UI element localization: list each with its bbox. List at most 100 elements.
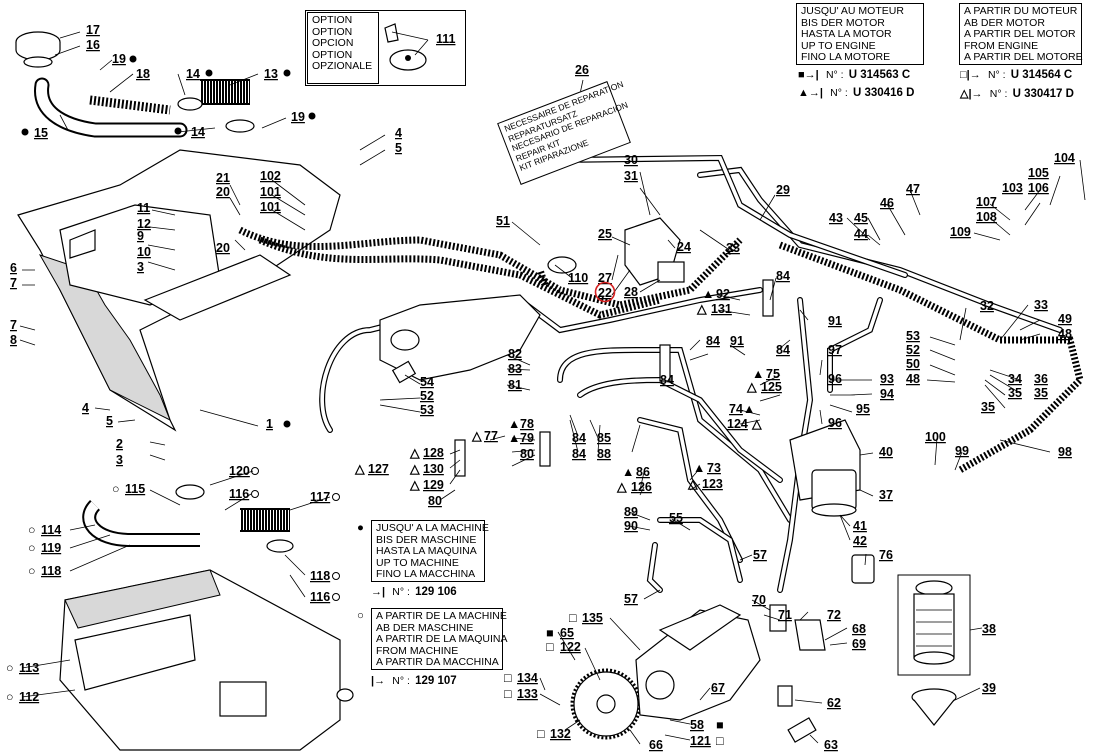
callout-24: 24 — [677, 240, 691, 254]
callout-81: 81 — [508, 378, 522, 392]
callout-129-mark: △ — [409, 478, 421, 492]
callout-127-mark: △ — [354, 462, 366, 476]
callout-55: 55 — [669, 511, 683, 525]
injector-pipes — [557, 297, 883, 593]
callout-14b: 14 — [191, 125, 205, 139]
callout-92-mark: ▲ — [702, 287, 714, 301]
callout-84e: 84 — [572, 431, 586, 445]
callout-47: 47 — [906, 182, 920, 196]
callout-70: 70 — [752, 593, 766, 607]
callout-74-mark: ▲ — [743, 402, 755, 416]
highlight-ring — [594, 281, 616, 303]
callout-3b: 3 — [116, 453, 123, 467]
callout-73: 73 — [707, 461, 721, 475]
callout-95: 95 — [856, 402, 870, 416]
callout-9: 9 — [137, 229, 144, 243]
callout-51: 51 — [496, 214, 510, 228]
callout-75: 75 — [766, 367, 780, 381]
callout-121: 121 — [690, 734, 711, 748]
from-machine-line-2: AB DER MASCHINE — [376, 621, 474, 634]
callout-labels: 17 16 19 18 14 13 15 14 19 111 26 4 5 21… — [6, 23, 1075, 752]
until-engine-line-5: FINO LA MOTORE — [801, 51, 891, 64]
filter-element-box — [897, 574, 971, 726]
callout-133-mark: □ — [504, 687, 512, 701]
callout-102: 102 — [260, 169, 281, 183]
serial-triangle-filled: ▲→| N° : U 330416 D — [798, 87, 914, 99]
callout-30: 30 — [624, 153, 638, 167]
callout-20b: 20 — [216, 241, 230, 255]
callout-53: 53 — [906, 329, 920, 343]
callout-52: 52 — [906, 343, 920, 357]
optional-filler-hose — [82, 484, 294, 553]
callout-116b: 116 — [310, 590, 330, 604]
callout-44: 44 — [854, 227, 868, 241]
callout-71: 71 — [778, 608, 792, 622]
until-engine-box: JUSQU' AU MOTEUR BIS DER MOTOR HASTA LA … — [796, 3, 924, 65]
callout-97: 97 — [828, 343, 842, 357]
machine-until-legend-dot: ● — [357, 522, 364, 534]
callout-125: 125 — [761, 380, 782, 394]
callout-131-mark: △ — [696, 302, 708, 316]
from-machine-line-5: A PARTIR DA MACCHINA — [376, 656, 499, 669]
pump-small-parts — [769, 604, 826, 743]
callout-54: 54 — [420, 375, 434, 389]
until-machine-line-5: FINO LA MACCHINA — [376, 568, 476, 581]
from-engine-line-5: A PARTIR DEL MOTORE — [964, 51, 1083, 64]
from-machine-line-4: FROM MACHINE — [376, 644, 459, 657]
callout-46: 46 — [880, 196, 894, 210]
callout-128-mark: △ — [409, 446, 421, 460]
callout-4b: 4 — [82, 401, 89, 415]
callout-101: 101 — [260, 185, 281, 199]
callout-125-mark: △ — [746, 380, 758, 394]
callout-84a: 84 — [776, 269, 790, 283]
callout-78-mark: ▲ — [508, 417, 520, 431]
bar-arrow-icon: |→ — [371, 675, 386, 687]
callout-35c: 35 — [981, 400, 995, 414]
from-engine-line-1: A PARTIR DU MOTEUR — [964, 5, 1078, 17]
callout-5: 5 — [395, 141, 402, 155]
option-locking-cap — [384, 23, 427, 71]
callout-115: 115 — [125, 482, 145, 496]
callout-106: 106 — [1028, 181, 1049, 195]
leader-lines — [19, 31, 1086, 745]
callout-68: 68 — [852, 622, 866, 636]
filler-neck — [34, 77, 188, 138]
callout-100: 100 — [925, 430, 946, 444]
callout-135-mark: □ — [569, 611, 577, 625]
callout-115-mark: ○ — [112, 482, 120, 496]
callout-108: 108 — [976, 210, 997, 224]
callout-12: 12 — [137, 217, 151, 231]
callout-109: 109 — [950, 225, 971, 239]
callout-103: 103 — [1002, 181, 1023, 195]
callout-134-mark: □ — [504, 671, 512, 685]
breather-hose — [177, 79, 255, 133]
callout-119: 119 — [41, 541, 61, 555]
machine-serial-dots — [21, 55, 340, 601]
optional-tank — [59, 569, 354, 751]
until-machine-line-3: HASTA LA MAQUINA — [376, 545, 477, 558]
callout-2: 2 — [116, 437, 123, 451]
callout-134: 134 — [517, 671, 538, 685]
serial-value: U 314563 C — [848, 69, 911, 81]
callout-65-mark: ■ — [546, 626, 554, 640]
callout-19b: 19 — [291, 110, 305, 124]
callout-41: 41 — [853, 519, 867, 533]
until-machine-line-1: JUSQU' A LA MACHINE — [376, 522, 489, 534]
option-line-5: OPZIONALE — [312, 60, 373, 73]
until-engine-line-4: UP TO ENGINE — [801, 39, 876, 52]
from-engine-line-4: FROM ENGINE — [964, 39, 1039, 52]
callout-57a: 57 — [753, 548, 767, 562]
callout-34: 34 — [1008, 372, 1022, 386]
triangle-filled-icon: ▲→| — [798, 87, 823, 99]
callout-123: 123 — [702, 477, 723, 491]
engine-block — [379, 294, 541, 381]
serial-value: U 330417 D — [1012, 88, 1074, 100]
callout-48b: 48 — [906, 372, 920, 386]
callout-114: 114 — [41, 523, 61, 537]
callout-35a: 35 — [1008, 386, 1022, 400]
callout-26: 26 — [575, 63, 589, 77]
callout-122-mark: □ — [546, 640, 554, 654]
injectors — [391, 279, 774, 477]
callout-126: 126 — [631, 480, 652, 494]
callout-119-mark: ○ — [28, 541, 36, 555]
